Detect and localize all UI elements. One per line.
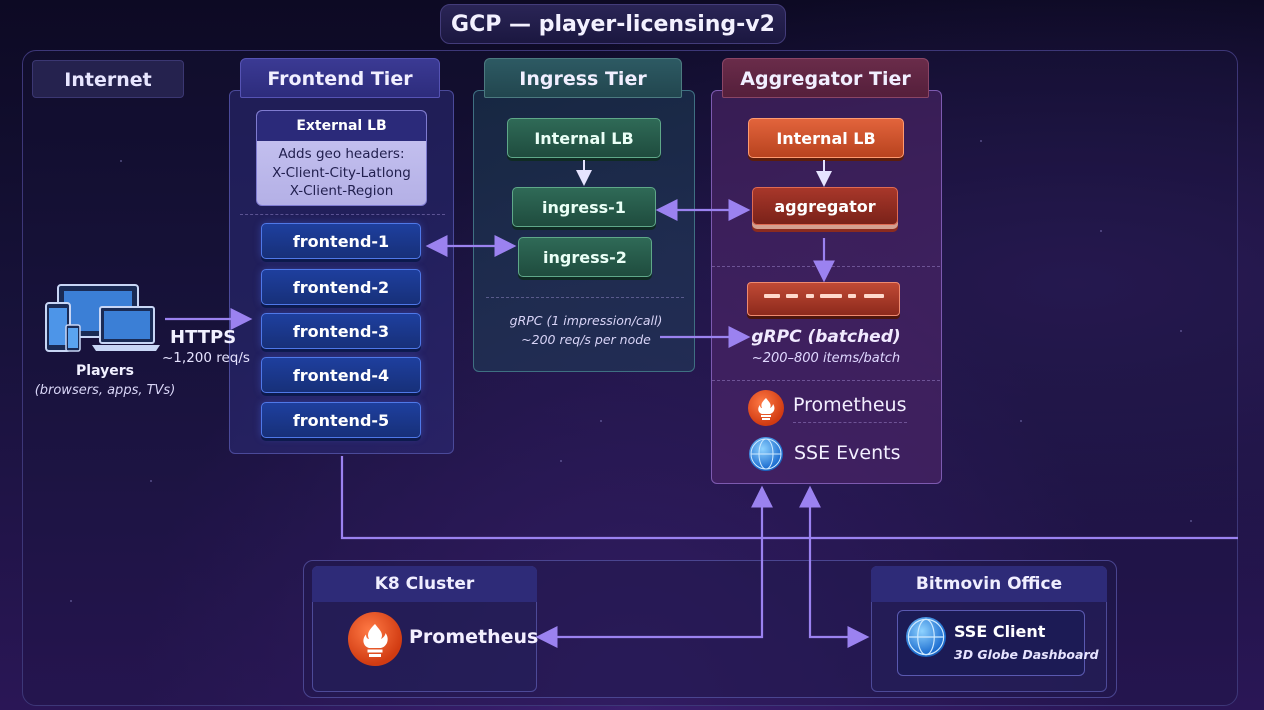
grpc-batched-label: gRPC (batched) xyxy=(751,327,901,347)
batch-queue-bar xyxy=(747,282,900,316)
request-rate-label: ~1,200 req/s xyxy=(162,350,250,366)
ingress-node-1: ingress-1 xyxy=(512,187,656,227)
aggregator-prometheus-label: Prometheus xyxy=(793,394,907,416)
frontend-node-5: frontend-5 xyxy=(261,402,421,438)
grpc-rate-label: ~200 req/s per node xyxy=(521,332,651,347)
external-lb-line: Adds geo headers: xyxy=(278,146,405,162)
prometheus-icon xyxy=(748,390,784,426)
frontend-node-2: frontend-2 xyxy=(261,269,421,305)
k8-cluster-title: K8 Cluster xyxy=(312,566,537,602)
players-sublabel: (browsers, apps, TVs) xyxy=(34,383,176,398)
sse-events-label: SSE Events xyxy=(794,442,901,464)
external-lb-line: X-Client-Region xyxy=(289,183,394,199)
grpc-call-label: gRPC (1 impression/call) xyxy=(509,313,663,328)
globe-icon xyxy=(749,437,783,471)
diagram-title: GCP — player-licensing-v2 xyxy=(440,4,786,44)
https-label: HTTPS xyxy=(170,327,237,348)
globe-icon xyxy=(906,617,946,657)
ingress-internal-lb: Internal LB xyxy=(507,118,661,158)
external-lb-title: External LB xyxy=(257,111,426,141)
sse-client-label: SSE Client xyxy=(954,622,1046,641)
ingress-tier-title: Ingress Tier xyxy=(484,58,682,98)
external-lb-card: External LB Adds geo headers: X-Client-C… xyxy=(256,110,427,206)
batch-size-label: ~200–800 items/batch xyxy=(751,351,901,366)
dashboard-label: 3D Globe Dashboard xyxy=(954,647,1099,662)
external-lb-line: X-Client-City-Latlong xyxy=(272,164,411,181)
prometheus-icon xyxy=(348,612,402,666)
aggregator-node: aggregator xyxy=(752,187,898,225)
k8-prometheus-label: Prometheus xyxy=(409,626,539,648)
aggregator-internal-lb: Internal LB xyxy=(748,118,904,158)
ingress-node-2: ingress-2 xyxy=(518,237,652,277)
aggregator-tier-title: Aggregator Tier xyxy=(722,58,929,98)
bitmovin-office-title: Bitmovin Office xyxy=(871,566,1107,602)
frontend-node-1: frontend-1 xyxy=(261,223,421,259)
players-label: Players xyxy=(76,363,134,379)
internet-label: Internet xyxy=(32,60,184,98)
frontend-node-3: frontend-3 xyxy=(261,313,421,349)
devices-icon xyxy=(44,283,160,355)
frontend-tier-title: Frontend Tier xyxy=(240,58,440,98)
frontend-node-4: frontend-4 xyxy=(261,357,421,393)
